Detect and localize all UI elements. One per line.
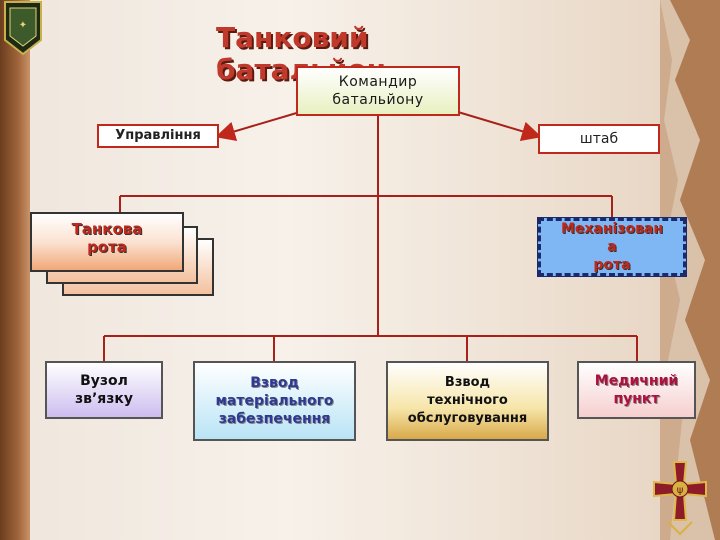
unit-3-line-2: технічного — [408, 392, 527, 410]
line-to-staff — [458, 112, 538, 136]
tank-company-box: Танкова рота — [30, 212, 184, 272]
unit-box-communications: Вузол зв’язку — [45, 361, 163, 419]
svg-text:ψ: ψ — [677, 485, 684, 496]
management-label: Управління — [115, 127, 201, 145]
unit-box-medical: Медичний пункт — [577, 361, 696, 419]
staff-label: штаб — [580, 130, 618, 148]
unit-2-line-2: матеріального — [215, 392, 333, 410]
mech-company-line-1: Механізован — [561, 220, 663, 238]
unit-3-line-3: обслуговування — [408, 410, 527, 428]
unit-2-line-1: Взвод — [215, 374, 333, 392]
unit-3-line-1: Взвод — [408, 374, 527, 392]
mech-company-line-2: а — [561, 238, 663, 256]
mech-company-box: Механізован а рота — [538, 218, 686, 276]
tank-company-line-1: Танкова — [72, 220, 143, 238]
cross-icon: ψ — [648, 460, 712, 536]
unit-2-line-3: забезпечення — [215, 410, 333, 428]
unit-4-line-2: пункт — [595, 390, 678, 408]
unit-1-line-1: Вузол — [75, 372, 133, 390]
unit-1-line-2: зв’язку — [75, 390, 133, 408]
unit-box-maintenance: Взвод технічного обслуговування — [386, 361, 549, 441]
line-to-management — [219, 112, 300, 136]
mech-company-line-3: рота — [561, 256, 663, 274]
unit-box-supply: Взвод матеріального забезпечення — [193, 361, 356, 441]
management-box: Управління — [97, 124, 219, 148]
unit-4-line-1: Медичний — [595, 372, 678, 390]
commander-box: Командир батальйону — [296, 66, 460, 116]
commander-line-1: Командир — [332, 73, 423, 91]
commander-line-2: батальйону — [332, 91, 423, 109]
staff-box: штаб — [538, 124, 660, 154]
tank-company-line-2: рота — [72, 238, 143, 256]
